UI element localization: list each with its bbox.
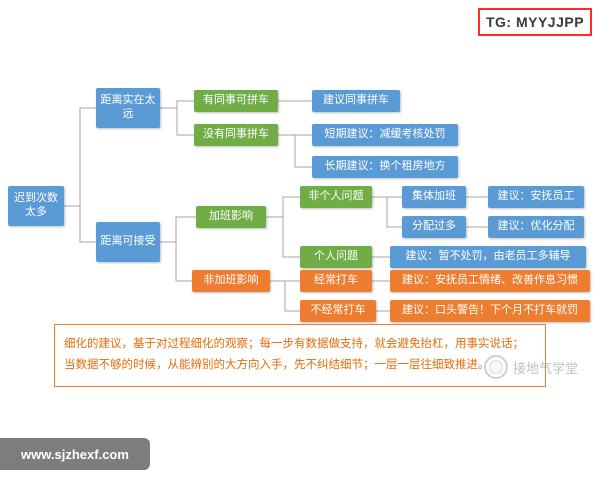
node-overtime-impact: 加班影响 [196,206,266,228]
node-suggest-comfort-staff: 建议：安抚员工 [488,186,584,208]
node-distance-too-far: 距离实在太远 [96,88,160,128]
node-distance-acceptable: 距离可接受 [96,222,160,262]
note-box: 细化的建议，基于对过程细化的观察；每一步有数据做支持，就会避免抬杠，用事实说话；… [54,324,546,387]
connector-line [270,280,300,312]
node-over-assignment: 分配过多 [402,216,466,238]
connector-line [64,205,96,243]
connector-line [160,241,192,282]
connector-line [160,216,196,243]
connector-line [266,196,300,218]
node-taxi-rarely: 不经常打车 [300,300,376,322]
connector-line [160,100,194,109]
node-group-overtime: 集体加班 [402,186,466,208]
node-no-carpool: 没有同事拼车 [194,124,278,146]
connector-line [278,134,312,168]
node-carpool-available: 有同事可拼车 [194,90,278,112]
node-root: 迟到次数太多 [8,186,64,226]
connector-line [372,196,402,228]
node-suggest-verbal-warning: 建议：口头警告！下个月不打车就罚 [390,300,590,322]
node-suggest-mentoring: 建议：暂不处罚，由老员工多辅导 [390,246,586,268]
node-suggest-carpool: 建议同事拼车 [312,90,400,112]
note-line: 细化的建议，基于对过程细化的观察；每一步有数据做支持，就会避免抬杠，用事实说话； [64,338,524,350]
note-line: 当数据不够的时候，从能辨别的大方向入手，先不纠结细节；一层一层往细致推进。 [64,359,490,371]
watermark: 接地气学堂 [484,355,578,379]
website-label: www.sjzhexf.com [21,446,129,462]
connector-line [160,107,194,136]
node-not-overtime-impact: 非加班影响 [192,270,270,292]
connector-line [266,216,300,258]
tg-watermark-box: TG: MYYJJPP [478,8,592,36]
website-badge: www.sjzhexf.com [0,438,150,470]
watermark-text: 接地气学堂 [513,360,579,376]
connector-line [64,107,96,207]
node-suggest-improve-habits: 建议：安抚员工情绪、改善作息习惯 [390,270,590,292]
node-taxi-often: 经常打车 [300,270,372,292]
node-personal-issue: 个人问题 [300,246,372,268]
node-not-personal-issue: 非个人问题 [300,186,372,208]
watermark-logo-icon [484,355,508,379]
node-short-term-suggestion: 短期建议：减缓考核处罚 [312,124,458,146]
node-suggest-optimize-assignment: 建议：优化分配 [488,216,584,238]
tg-watermark-label: TG: MYYJJPP [485,14,585,30]
node-long-term-suggestion: 长期建议：换个租房地方 [312,156,458,178]
